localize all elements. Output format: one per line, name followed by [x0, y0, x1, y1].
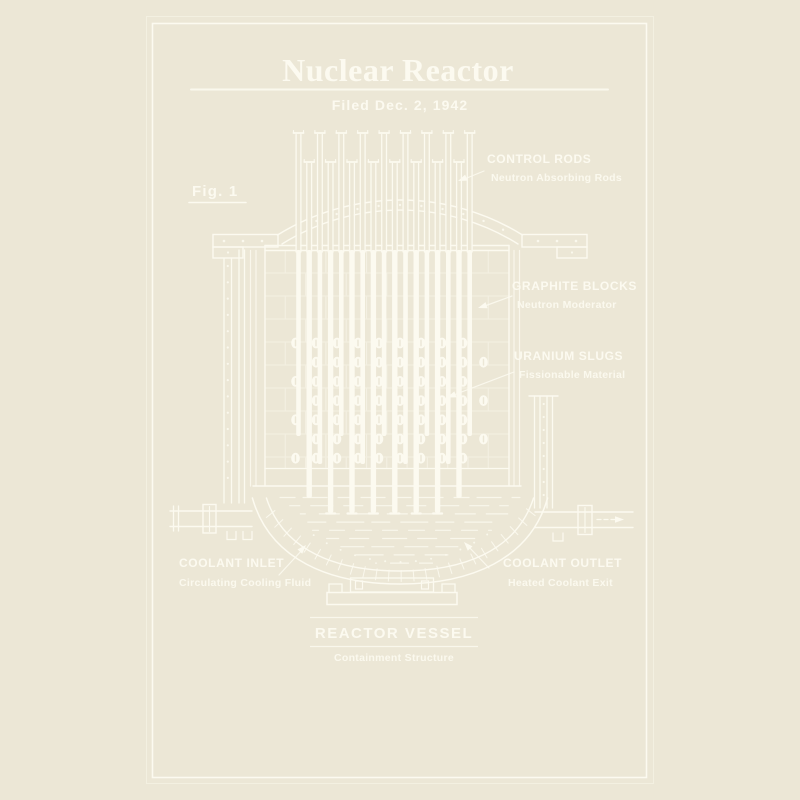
vessel-walls	[223, 249, 559, 509]
support-pedestal	[326, 577, 458, 606]
dome-flanges	[212, 233, 588, 259]
inner-frame	[151, 22, 648, 779]
reactor-vessel-desc: Containment Structure	[334, 652, 454, 664]
coolant-water	[279, 496, 521, 564]
page-title: Nuclear Reactor	[282, 52, 514, 88]
graphite-core	[252, 244, 522, 487]
control-rods-label: CONTROL RODS	[487, 152, 591, 166]
outer-frame	[146, 16, 654, 784]
coolant-outlet-label: COOLANT OUTLET	[503, 556, 622, 570]
control-rods	[292, 129, 476, 515]
vessel-dome	[276, 199, 524, 245]
graphite-blocks-label: GRAPHITE BLOCKS	[512, 279, 637, 293]
coolant-inlet-desc: Circulating Cooling Fluid	[179, 577, 311, 589]
uranium-slugs-label: URANIUM SLUGS	[514, 349, 623, 363]
control-rods-desc: Neutron Absorbing Rods	[491, 172, 622, 184]
coolant-inlet-label: COOLANT INLET	[179, 556, 284, 570]
vessel-bowl	[251, 497, 549, 585]
graphite-blocks-desc: Neutron Moderator	[517, 299, 617, 311]
coolant-outlet-desc: Heated Coolant Exit	[508, 577, 613, 589]
uranium-slugs	[291, 337, 488, 464]
annotation-leaders	[278, 170, 515, 576]
coolant-pipes	[169, 503, 634, 542]
figure-label: Fig. 1	[192, 183, 238, 200]
uranium-slugs-desc: Fissionable Material	[519, 369, 625, 381]
reactor-vessel-label: REACTOR VESSEL	[315, 625, 473, 642]
filed-date: Filed Dec. 2, 1942	[332, 97, 469, 113]
